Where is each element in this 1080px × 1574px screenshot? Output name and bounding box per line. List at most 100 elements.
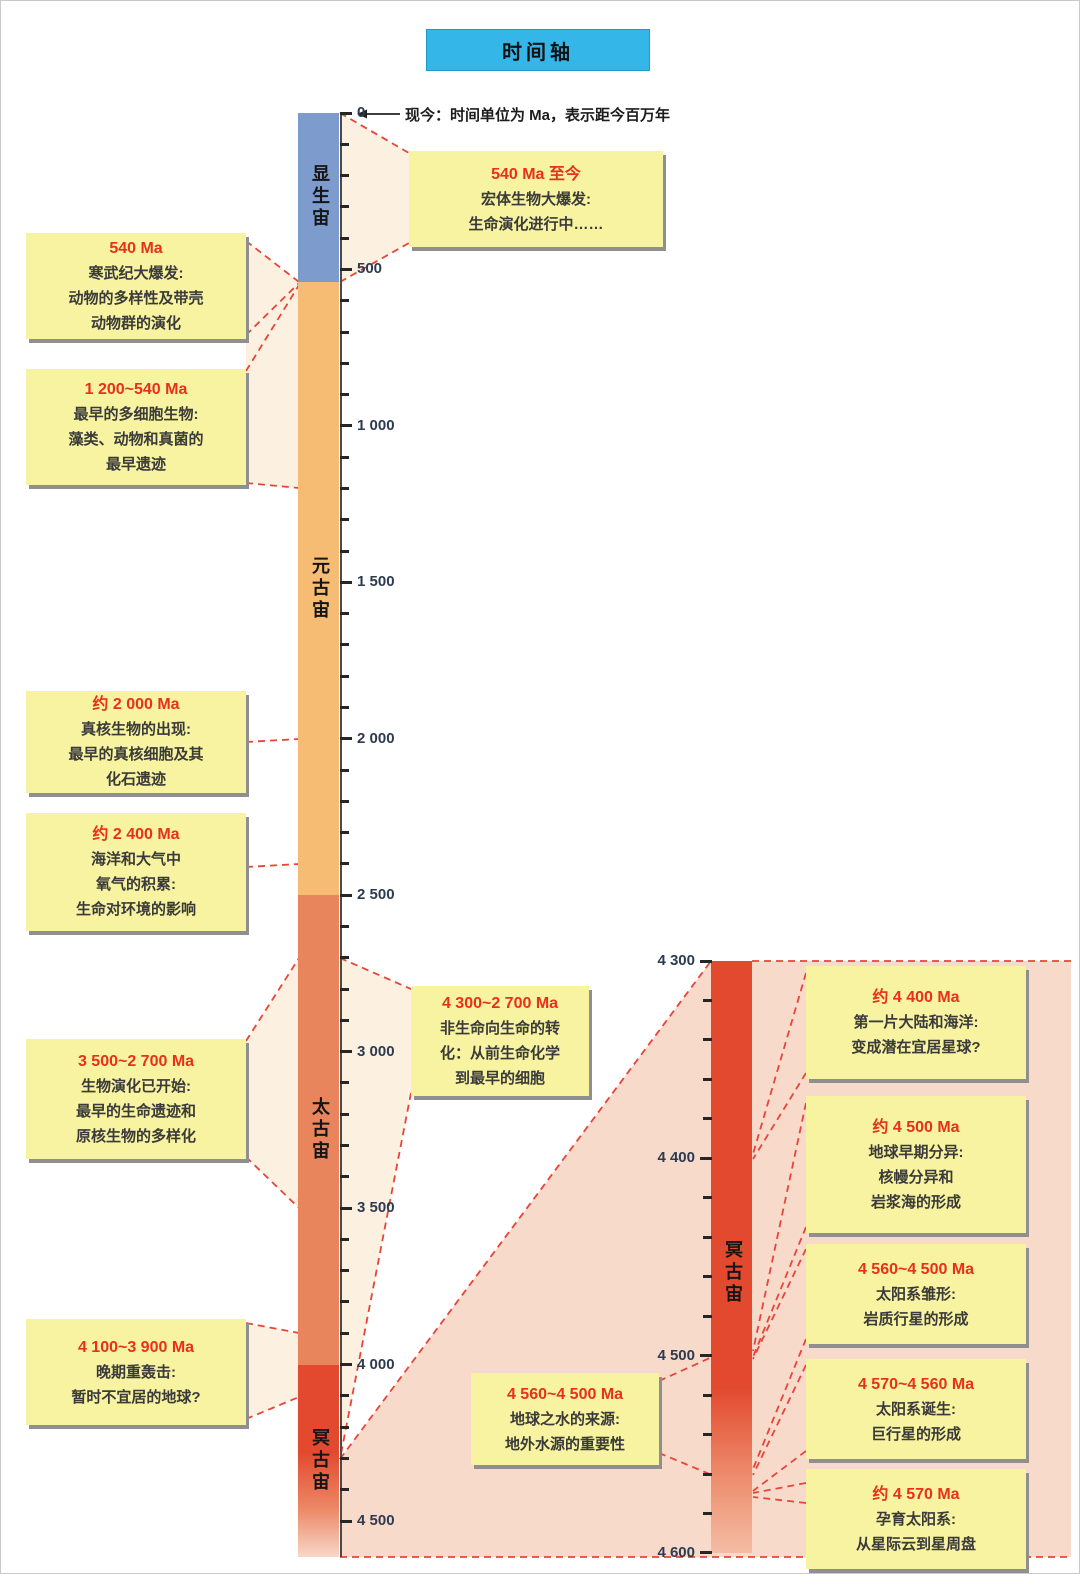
callout-line: 真核生物的出现: bbox=[81, 721, 191, 738]
connector-dashed bbox=[752, 1102, 807, 1352]
callout-title: 4 560~4 500 Ma bbox=[857, 1260, 975, 1278]
axis-tick bbox=[340, 1488, 349, 1492]
callout-oxygen: 约 2 400 Ma 海洋和大气中 氧气的积累: 生命对环境的影响 bbox=[26, 813, 246, 931]
axis-tick bbox=[340, 1425, 349, 1429]
axis-tick-label: 1 000 bbox=[357, 416, 395, 434]
axis-tick bbox=[340, 142, 349, 146]
callout-line: 动物群的演化 bbox=[90, 315, 181, 332]
connector-dashed bbox=[752, 1496, 807, 1504]
axis-tick bbox=[340, 1081, 349, 1085]
axis-tick bbox=[340, 1018, 349, 1022]
callout-title: 540 Ma 至今 bbox=[491, 165, 581, 183]
axis-tick-label: 3 000 bbox=[357, 1042, 395, 1060]
axis-tick bbox=[340, 549, 349, 553]
eon-label-3: 冥古宙 bbox=[310, 1427, 330, 1494]
axis-tick-label: 2 500 bbox=[357, 886, 395, 904]
callout-title: 约 4 400 Ma bbox=[872, 989, 960, 1006]
detail-axis-tick bbox=[703, 1235, 712, 1239]
callout-line: 晚期重轰击: bbox=[96, 1363, 176, 1381]
connector-dashed bbox=[658, 1452, 713, 1476]
callout-differentiation: 约 4 500 Ma 地球早期分异: 核幔分异和 岩浆海的形成 bbox=[806, 1096, 1026, 1233]
callout-line: 藻类、动物和真菌的 bbox=[68, 431, 204, 448]
connector-dashed bbox=[245, 282, 300, 336]
detail-axis-tick bbox=[700, 1354, 712, 1358]
callout-line: 太阳系雏形: bbox=[876, 1285, 956, 1303]
axis-tick-label: 2 000 bbox=[357, 729, 395, 747]
detail-axis-tick-label: 4 300 bbox=[657, 952, 695, 969]
axis-tick bbox=[340, 925, 349, 928]
callout-phanerozoic: 540 Ma 至今 宏体生物大爆发: 生命演化进行中…… bbox=[409, 151, 663, 247]
callout-line: 地外水源的重要性 bbox=[504, 1435, 625, 1453]
axis-tick bbox=[340, 1300, 349, 1304]
callout-title: 4 570~4 560 Ma bbox=[857, 1375, 975, 1393]
axis-tick bbox=[340, 205, 349, 209]
callout-line: 到最早的细胞 bbox=[454, 1070, 545, 1087]
axis-tick-label: 0 bbox=[357, 104, 366, 121]
callout-line: 岩浆海的形成 bbox=[870, 1193, 961, 1211]
detail-axis-tick bbox=[700, 1551, 712, 1555]
axis-tick bbox=[340, 1112, 349, 1116]
detail-axis-tick bbox=[703, 1512, 712, 1516]
detail-axis-tick bbox=[703, 1472, 712, 1476]
detail-axis-tick bbox=[703, 1393, 712, 1397]
axis-tick bbox=[340, 1237, 349, 1241]
axis-tick bbox=[340, 1175, 349, 1179]
callout-nebula: 约 4 570 Ma 孕育太阳系: 从星际云到星周盘 bbox=[806, 1469, 1026, 1569]
callout-line: 非生命向生命的转 bbox=[439, 1020, 560, 1037]
callout-eukaryotes: 约 2 000 Ma 真核生物的出现: 最早的真核细胞及其 化石遗迹 bbox=[26, 691, 246, 793]
axis-tick bbox=[340, 1519, 352, 1523]
callout-line: 暂时不宜居的地球? bbox=[71, 1388, 201, 1406]
callout-title: 约 2 000 Ma bbox=[92, 696, 180, 713]
axis-tick bbox=[340, 643, 349, 647]
connector-dashed bbox=[339, 960, 712, 1460]
callout-title: 4 560~4 500 Ma bbox=[506, 1385, 624, 1403]
axis-tick bbox=[340, 831, 349, 835]
connector-dashed bbox=[752, 1364, 807, 1476]
axis-tick bbox=[340, 393, 349, 397]
axis-tick bbox=[340, 1331, 349, 1335]
figure-title: 时间轴 bbox=[426, 29, 650, 71]
eon-label-1: 元古宙 bbox=[310, 555, 330, 622]
callout-line: 宏体生物大爆发: bbox=[481, 190, 591, 208]
axis-tick bbox=[340, 424, 352, 428]
callout-title: 约 4 500 Ma bbox=[872, 1118, 960, 1136]
axis-tick-label: 1 500 bbox=[357, 573, 395, 591]
axis-tick bbox=[340, 799, 349, 803]
callout-line: 动物的多样性及带壳 bbox=[68, 290, 204, 307]
axis-tick bbox=[340, 737, 352, 741]
axis-tick-label: 500 bbox=[357, 260, 383, 278]
callout-line: 巨行星的形成 bbox=[870, 1425, 961, 1443]
detail-axis-tick bbox=[703, 1077, 712, 1081]
axis-tick-label: 4 000 bbox=[357, 1355, 395, 1373]
eon-label-0: 显生宙 bbox=[310, 164, 330, 231]
callout-cambrian: 540 Ma 寒武纪大爆发: 动物的多样性及带壳 动物群的演化 bbox=[26, 233, 246, 339]
callout-title: 540 Ma bbox=[109, 240, 163, 257]
axis-tick bbox=[340, 236, 349, 240]
connector-dashed bbox=[339, 1092, 412, 1460]
axis-tick bbox=[340, 267, 352, 271]
axis-tick bbox=[340, 174, 349, 178]
axis-tick bbox=[340, 956, 349, 960]
callout-multicellular: 1 200~540 Ma 最早的多细胞生物: 藻类、动物和真菌的 最早遗迹 bbox=[26, 369, 246, 485]
axis-tick bbox=[340, 1269, 349, 1273]
fan-left-bombardment bbox=[246, 1323, 299, 1419]
axis-tick bbox=[340, 768, 349, 772]
callout-line: 地球之水的来源: bbox=[510, 1410, 620, 1428]
fan-left-archean bbox=[246, 958, 299, 1208]
callout-line: 岩质行星的形成 bbox=[863, 1310, 969, 1328]
detail-axis-tick bbox=[703, 1196, 712, 1200]
callout-line: 最早遗迹 bbox=[105, 456, 166, 473]
detail-axis-tick-label: 4 400 bbox=[657, 1149, 695, 1167]
callout-title: 1 200~540 Ma bbox=[84, 381, 188, 398]
connector-dashed bbox=[245, 1322, 300, 1334]
callout-line: 从星际云到星周盘 bbox=[855, 1535, 976, 1553]
axis-tick bbox=[340, 893, 352, 897]
callout-title: 4 300~2 700 Ma bbox=[441, 995, 559, 1012]
connector-dashed bbox=[752, 1072, 807, 1160]
axis-tick bbox=[340, 862, 349, 866]
detail-axis-tick-label: 4 600 bbox=[657, 1543, 695, 1561]
axis-tick bbox=[340, 1050, 352, 1054]
callout-title: 3 500~2 700 Ma bbox=[77, 1053, 195, 1070]
axis-tick bbox=[340, 1206, 352, 1210]
